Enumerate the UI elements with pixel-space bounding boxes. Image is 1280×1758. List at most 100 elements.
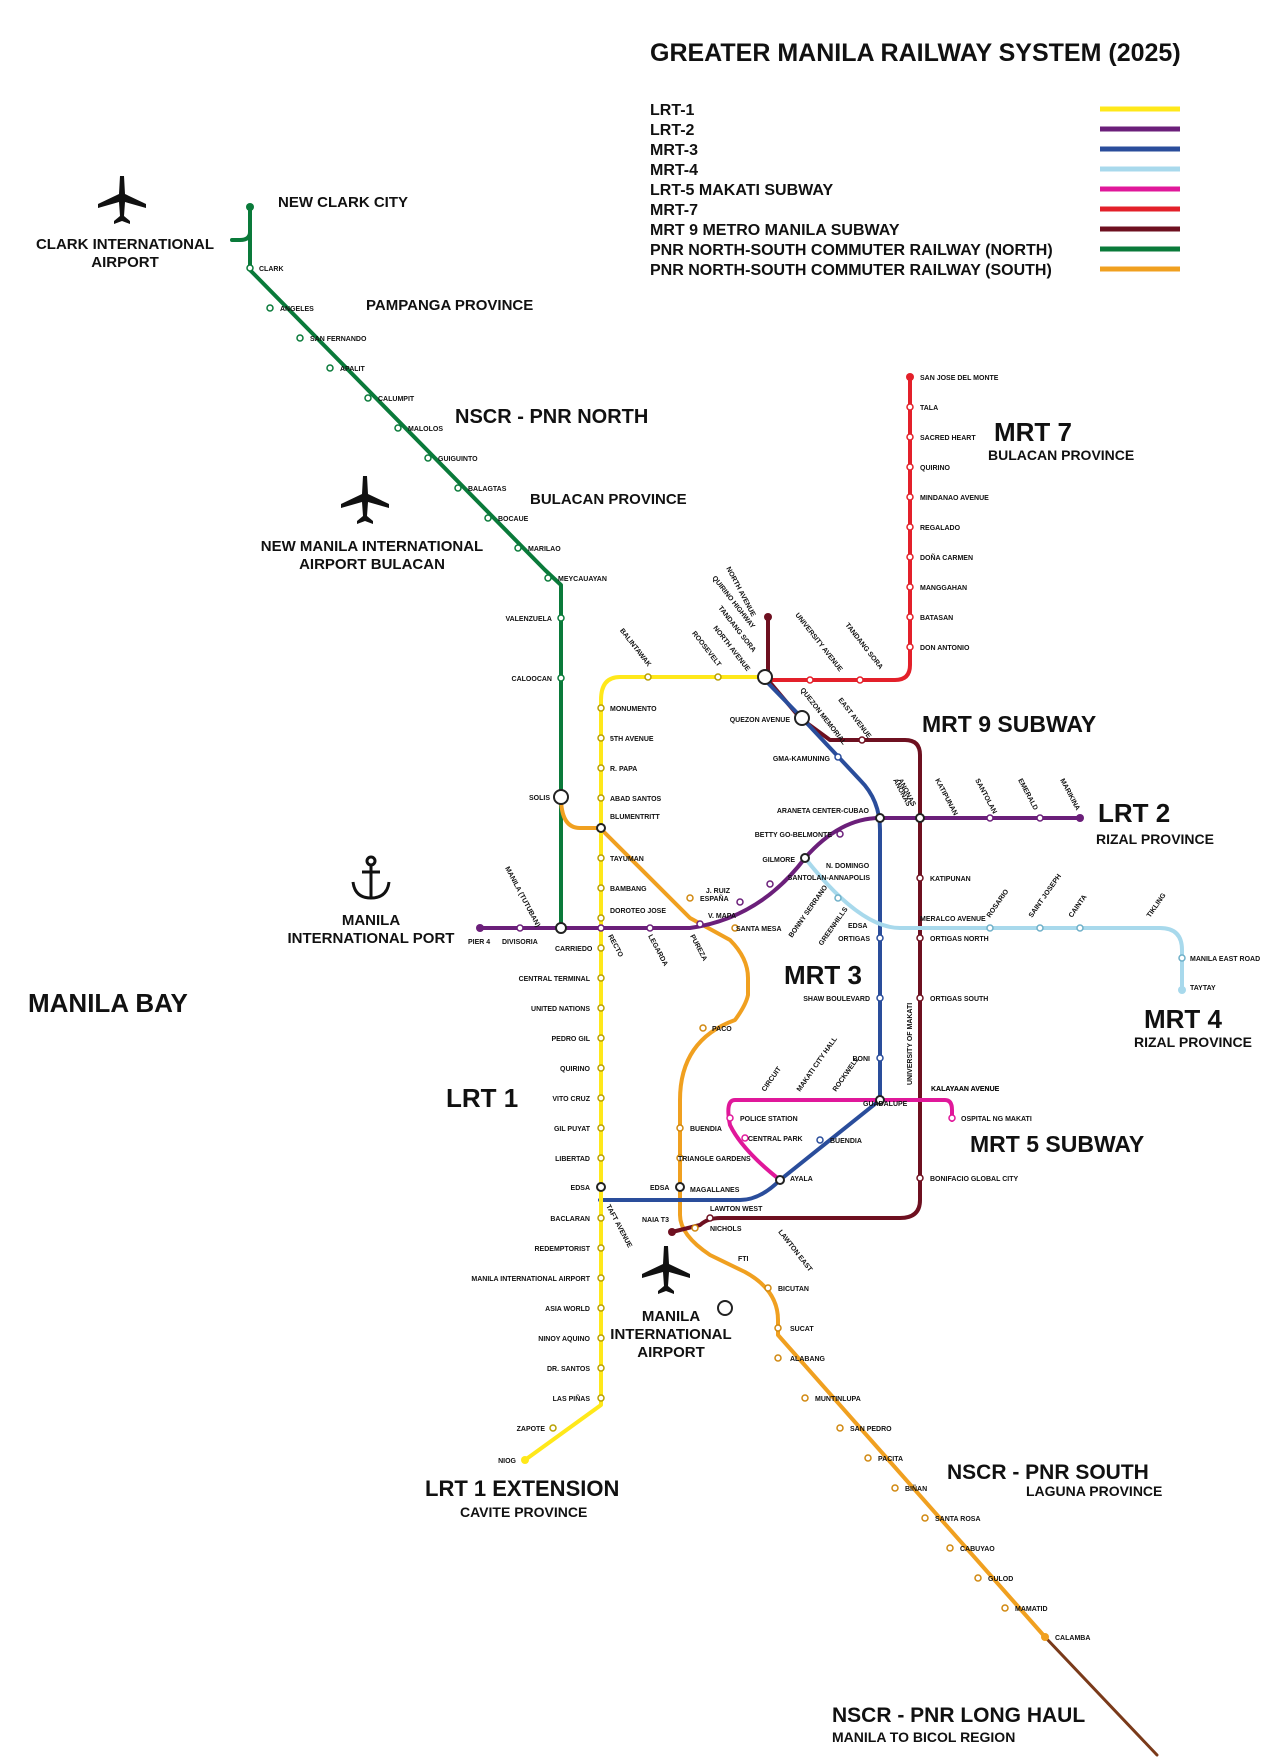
station-dot[interactable] — [766, 880, 774, 888]
station-dot[interactable] — [597, 1094, 605, 1102]
station-dot[interactable] — [597, 1214, 605, 1222]
station-dot[interactable] — [514, 544, 522, 552]
station-dot[interactable] — [597, 914, 605, 922]
terminus-marikina[interactable] — [1076, 814, 1084, 822]
station-dot[interactable] — [906, 433, 914, 441]
station-dot[interactable] — [597, 1334, 605, 1342]
station-dot[interactable] — [774, 1324, 782, 1332]
station-dot[interactable] — [974, 1574, 982, 1582]
station-dot[interactable] — [834, 753, 842, 761]
station-dot[interactable] — [731, 924, 739, 932]
interchange-magallanes[interactable] — [675, 1182, 685, 1192]
station-dot[interactable] — [597, 1064, 605, 1072]
station-dot[interactable] — [916, 994, 924, 1002]
station-dot[interactable] — [597, 764, 605, 772]
station-dot[interactable] — [764, 1284, 772, 1292]
station-dot[interactable] — [946, 1544, 954, 1552]
station-dot[interactable] — [644, 673, 652, 681]
station-dot[interactable] — [394, 424, 402, 432]
station-dot[interactable] — [774, 1354, 782, 1362]
station-dot[interactable] — [597, 1124, 605, 1132]
station-dot[interactable] — [834, 894, 842, 902]
station-dot[interactable] — [557, 674, 565, 682]
station-dot[interactable] — [544, 574, 552, 582]
terminus-quirino-highway[interactable] — [764, 613, 772, 621]
station-dot[interactable] — [646, 924, 654, 932]
station-dot[interactable] — [676, 1124, 684, 1132]
station-dot[interactable] — [921, 1514, 929, 1522]
station-dot[interactable] — [699, 1024, 707, 1032]
station-dot[interactable] — [597, 974, 605, 982]
station-dot[interactable] — [906, 613, 914, 621]
interchange-north-avenue[interactable] — [757, 669, 773, 685]
station-dot[interactable] — [597, 1274, 605, 1282]
station-dot[interactable] — [801, 1394, 809, 1402]
station-dot[interactable] — [836, 1424, 844, 1432]
station-dot[interactable] — [266, 304, 274, 312]
interchange-cubao[interactable] — [875, 813, 885, 823]
station-dot[interactable] — [549, 1424, 557, 1432]
station-dot[interactable] — [906, 463, 914, 471]
station-dot[interactable] — [916, 1174, 924, 1182]
station-dot[interactable] — [686, 894, 694, 902]
station-dot[interactable] — [1036, 814, 1044, 822]
station-dot[interactable] — [597, 1034, 605, 1042]
terminus-niog[interactable] — [521, 1456, 529, 1464]
station-dot[interactable] — [597, 794, 605, 802]
station-dot[interactable] — [856, 676, 864, 684]
station-dot[interactable] — [597, 1004, 605, 1012]
station-dot[interactable] — [906, 403, 914, 411]
station-dot[interactable] — [836, 830, 844, 838]
station-dot[interactable] — [986, 924, 994, 932]
station-dot[interactable] — [597, 1394, 605, 1402]
station-dot[interactable] — [597, 734, 605, 742]
terminus-sjdm[interactable] — [906, 373, 914, 381]
station-dot[interactable] — [906, 583, 914, 591]
station-dot[interactable] — [986, 814, 994, 822]
station-dot[interactable] — [326, 364, 334, 372]
station-dot[interactable] — [891, 1484, 899, 1492]
station-dot[interactable] — [597, 884, 605, 892]
station-dot[interactable] — [906, 643, 914, 651]
station-dot[interactable] — [1001, 1604, 1009, 1612]
interchange-edsa-taft[interactable] — [596, 1182, 606, 1192]
interchange-ayala[interactable] — [775, 1175, 785, 1185]
station-dot[interactable] — [736, 898, 744, 906]
station-dot[interactable] — [597, 1244, 605, 1252]
station-dot[interactable] — [816, 1136, 824, 1144]
station-dot[interactable] — [876, 994, 884, 1002]
interchange-solis[interactable] — [553, 789, 569, 805]
station-dot[interactable] — [1076, 924, 1084, 932]
station-dot[interactable] — [706, 1214, 714, 1222]
station-dot[interactable] — [424, 454, 432, 462]
terminus-naia-t3[interactable] — [668, 1228, 676, 1236]
station-dot[interactable] — [864, 1454, 872, 1462]
station-dot[interactable] — [916, 874, 924, 882]
station-dot[interactable] — [597, 854, 605, 862]
station-dot[interactable] — [906, 493, 914, 501]
station-dot[interactable] — [484, 514, 492, 522]
station-dot[interactable] — [597, 944, 605, 952]
station-dot[interactable] — [597, 924, 605, 932]
interchange-n-domingo[interactable] — [800, 853, 810, 863]
station-dot[interactable] — [948, 1114, 956, 1122]
station-dot[interactable] — [1178, 954, 1186, 962]
station-dot[interactable] — [906, 553, 914, 561]
terminus-new-clark[interactable] — [246, 203, 254, 211]
station-dot[interactable] — [516, 924, 524, 932]
interchange-tutuban[interactable] — [555, 922, 567, 934]
station-dot[interactable] — [696, 920, 704, 928]
station-dot[interactable] — [246, 264, 254, 272]
station-dot[interactable] — [597, 1304, 605, 1312]
interchange-blumentritt[interactable] — [596, 823, 606, 833]
station-dot[interactable] — [597, 1154, 605, 1162]
terminus-calamba[interactable] — [1041, 1633, 1049, 1641]
station-dot[interactable] — [296, 334, 304, 342]
station-dot[interactable] — [806, 676, 814, 684]
station-dot[interactable] — [726, 1114, 734, 1122]
station-dot[interactable] — [916, 934, 924, 942]
terminus-pier4[interactable] — [476, 924, 484, 932]
station-dot[interactable] — [876, 934, 884, 942]
station-dot[interactable] — [364, 394, 372, 402]
terminus-taytay[interactable] — [1178, 986, 1186, 994]
